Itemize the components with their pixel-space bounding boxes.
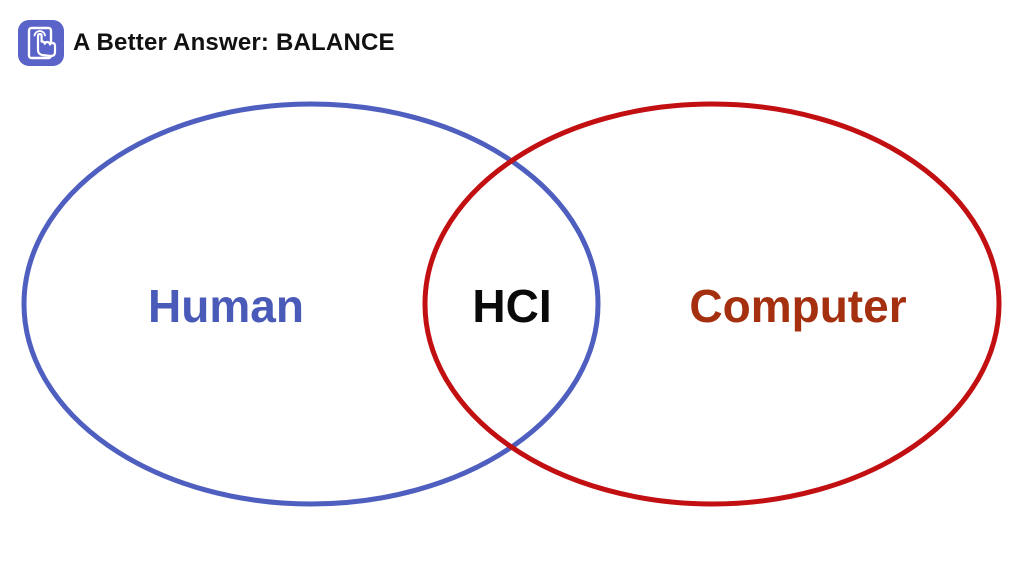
- slide-header: A Better Answer: BALANCE: [18, 20, 395, 66]
- human-circle: [21, 101, 601, 507]
- computer-label: Computer: [689, 280, 906, 332]
- computer-circle: [422, 101, 1002, 507]
- hci-label: HCI: [472, 280, 551, 332]
- touch-screen-hand-icon: [18, 20, 64, 66]
- human-label: Human: [148, 280, 304, 332]
- slide-title: A Better Answer: BALANCE: [73, 29, 395, 56]
